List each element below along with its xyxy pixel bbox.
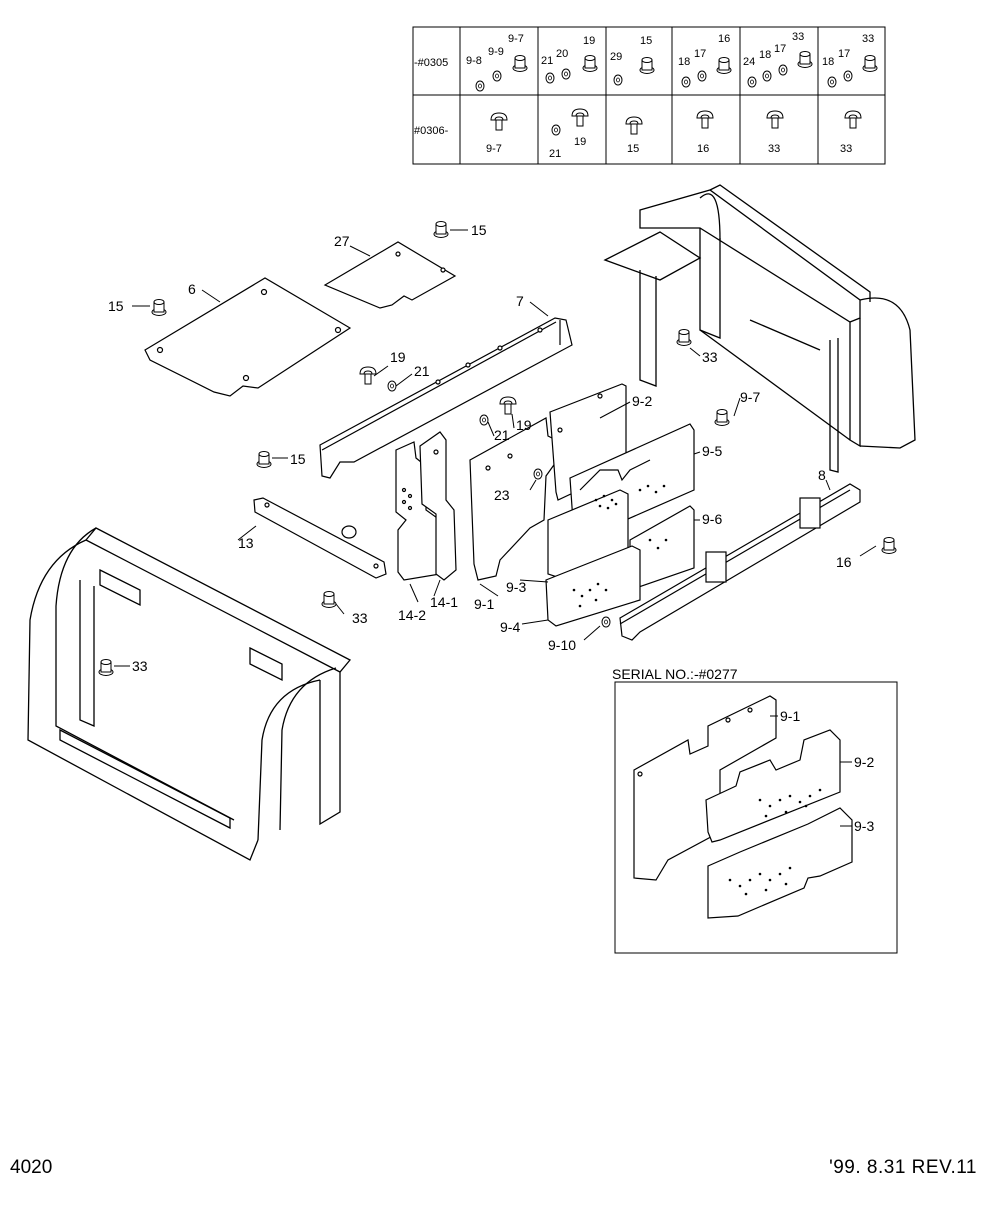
- revision-date: '99. 8.31 REV.11: [829, 1157, 977, 1178]
- table-cell-6-top-b: 17: [838, 48, 850, 60]
- inset-leader-lines: [770, 715, 852, 827]
- callout-27: 27: [334, 233, 350, 249]
- callout-13: 13: [238, 535, 254, 551]
- table-cell-5-icons: [747, 51, 813, 129]
- callout-9-1: 9-1: [474, 596, 494, 612]
- callout-9-4: 9-4: [500, 619, 520, 635]
- callout-19-left: 19: [390, 349, 406, 365]
- beam-8: [619, 483, 861, 641]
- inset-labels: 9-1 9-2 9-3: [780, 708, 874, 834]
- callout-8: 8: [818, 467, 826, 483]
- cover-plate-6: [144, 277, 352, 397]
- inset-panel-9-3: [707, 807, 853, 919]
- table-cell-2-bottom-a: 19: [574, 136, 586, 148]
- table-cell-4-top-a: 16: [718, 33, 730, 45]
- leader-lines: [114, 229, 877, 667]
- table-cell-6-top-a: 33: [862, 33, 874, 45]
- table-cell-5-bottom-a: 33: [768, 143, 780, 155]
- callout-9-10: 9-10: [548, 637, 576, 653]
- callout-9-7: 9-7: [740, 389, 760, 405]
- perforation-dots: [572, 484, 668, 608]
- bracket-7: [319, 317, 573, 479]
- callout-33-lower: 33: [352, 610, 368, 626]
- inset-panel-9-1: [633, 695, 777, 881]
- inset-perforation-dots: [728, 788, 822, 896]
- callout-15-left: 15: [108, 298, 124, 314]
- table-cell-4-bottom-a: 16: [697, 143, 709, 155]
- callout-7: 7: [516, 293, 524, 309]
- table-cell-6-top-c: 18: [822, 56, 834, 68]
- cover-plate-27: [323, 241, 457, 309]
- callout-9-5: 9-5: [702, 443, 722, 459]
- inset-frame: [614, 681, 898, 954]
- table-cell-2-top-c: 21: [541, 55, 553, 67]
- table-cell-1-top-a: 9-7: [508, 33, 524, 45]
- panel-9-1: [469, 417, 557, 581]
- inset-serial-label: SERIAL NO.:-#0277: [612, 666, 738, 682]
- inset-panel-9-2: [705, 729, 841, 843]
- inset-label-9-3: 9-3: [854, 818, 874, 834]
- fastener-table: [412, 26, 886, 165]
- table-cell-5-top-c: 18: [759, 49, 771, 61]
- table-cell-3-bottom-a: 15: [627, 143, 639, 155]
- callout-9-2: 9-2: [632, 393, 652, 409]
- plate-14-1: [419, 431, 457, 581]
- callout-21-left: 21: [414, 363, 430, 379]
- table-cell-1-top-c: 9-9: [488, 46, 504, 58]
- table-cell-3-top-b: 29: [610, 51, 622, 63]
- table-cell-5-top-b: 17: [774, 43, 786, 55]
- table-cell-1-top-b: 9-8: [466, 55, 482, 67]
- callout-14-2: 14-2: [398, 607, 426, 623]
- right-frame: [603, 184, 916, 473]
- callout-33-upper: 33: [702, 349, 718, 365]
- table-cell-4-top-b: 17: [694, 48, 706, 60]
- table-cell-3-top-a: 15: [640, 35, 652, 47]
- table-cell-6-icons: [827, 55, 878, 129]
- inset-label-9-1: 9-1: [780, 708, 800, 724]
- inset-label-9-2: 9-2: [854, 754, 874, 770]
- table-cell-2-top-b: 20: [556, 48, 568, 60]
- callout-labels: 15 27 15 6 7 33 19 21 19 21 9-2 9-7 15 2…: [108, 222, 852, 674]
- table-cell-4-icons: [681, 57, 732, 129]
- callout-9-6: 9-6: [702, 511, 722, 527]
- table-cell-1-icons: [475, 55, 528, 131]
- callout-15-mid: 15: [290, 451, 306, 467]
- table-cell-1-bottom-a: 9-7: [486, 143, 502, 155]
- table-cell-3-icons: [613, 57, 655, 135]
- table-cell-6-bottom-a: 33: [840, 143, 852, 155]
- table-cell-5-top-d: 24: [743, 56, 755, 68]
- table-row-label-late: #0306-: [414, 125, 449, 137]
- table-cell-5-top-a: 33: [792, 31, 804, 43]
- page-number: 4020: [10, 1157, 53, 1178]
- table-row-label-early: -#0305: [414, 57, 448, 69]
- bracket-13: [253, 497, 387, 579]
- callout-14-1: 14-1: [430, 594, 458, 610]
- callout-23: 23: [494, 487, 510, 503]
- table-cell-2-bottom-b: 21: [549, 148, 561, 160]
- callout-16: 16: [836, 554, 852, 570]
- left-frame: [27, 527, 352, 861]
- callout-15-top: 15: [471, 222, 487, 238]
- callout-9-3: 9-3: [506, 579, 526, 595]
- callout-19-center: 19: [516, 417, 532, 433]
- callout-33-left: 33: [132, 658, 148, 674]
- callout-6: 6: [188, 281, 196, 297]
- table-cell-4-top-c: 18: [678, 56, 690, 68]
- table-cell-2-top-a: 19: [583, 35, 595, 47]
- callout-21-center: 21: [494, 427, 510, 443]
